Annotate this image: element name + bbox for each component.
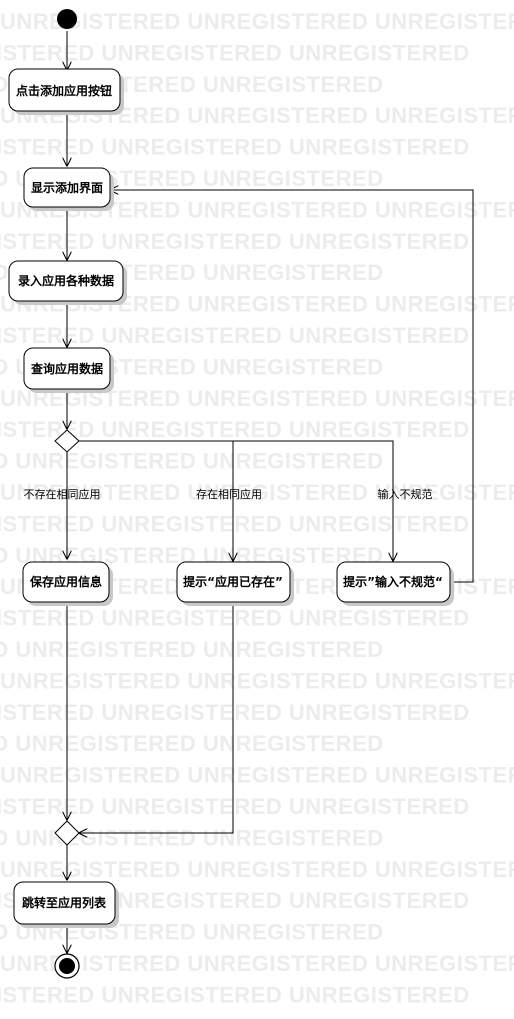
watermark-row: UNREGISTERED UNREGISTERED UNREGISTERED bbox=[0, 794, 470, 819]
action-prompt-exists: 提示“应用已存在” bbox=[176, 561, 294, 606]
watermark-row: UNREGISTERED UNREGISTERED UNREGISTERED bbox=[0, 700, 470, 725]
watermark-row: UNREGISTERED UNREGISTERED UNREGISTERED bbox=[0, 731, 384, 756]
action-save-info-label: 保存应用信息 bbox=[29, 574, 102, 589]
guard-invalid: 输入不规范 bbox=[378, 487, 433, 501]
action-enter-data-label: 录入应用各种数据 bbox=[18, 273, 114, 288]
action-show-add: 显示添加界面 bbox=[23, 167, 114, 211]
guard-not-exists: 不存在相同应用 bbox=[24, 487, 101, 501]
watermark-row: UNREGISTERED UNREGISTERED UNREGISTERED bbox=[0, 40, 470, 65]
action-click-add-label: 点击添加应用按钮 bbox=[16, 83, 112, 98]
watermark-row: UNREGISTERED UNREGISTERED UNREGISTERED bbox=[0, 668, 514, 693]
watermark-row: UNREGISTERED UNREGISTERED UNREGISTERED bbox=[0, 763, 514, 788]
action-goto-list-label: 跳转至应用列表 bbox=[22, 895, 107, 910]
final-node bbox=[54, 953, 80, 979]
edge-prompt-exists-to-merge bbox=[79, 604, 234, 833]
edge-decision-to-prompt-invalid bbox=[79, 440, 393, 561]
action-query-data-label: 查询应用数据 bbox=[30, 361, 103, 376]
watermark-row: UNREGISTERED UNREGISTERED UNREGISTERED bbox=[0, 480, 514, 505]
action-prompt-invalid: 提示”输入不规范“ bbox=[336, 561, 454, 606]
watermark-row: UNREGISTERED UNREGISTERED UNREGISTERED bbox=[0, 857, 514, 882]
watermark-row: UNREGISTERED UNREGISTERED UNREGISTERED bbox=[0, 951, 514, 976]
watermark-row: UNREGISTERED UNREGISTERED UNREGISTERED bbox=[0, 229, 470, 254]
action-save-info: 保存应用信息 bbox=[22, 561, 113, 606]
action-enter-data: 录入应用各种数据 bbox=[8, 260, 127, 305]
action-query-data: 查询应用数据 bbox=[23, 347, 114, 393]
action-prompt-exists-label: 提示“应用已存在” bbox=[183, 574, 283, 589]
watermark-row: UNREGISTERED UNREGISTERED UNREGISTERED bbox=[0, 449, 384, 474]
watermark-row: UNREGISTERED UNREGISTERED UNREGISTERED bbox=[0, 606, 470, 631]
watermark-row: UNREGISTERED UNREGISTERED UNREGISTERED bbox=[0, 135, 470, 160]
initial-node bbox=[57, 9, 77, 29]
watermark-row: UNREGISTERED UNREGISTERED UNREGISTERED bbox=[0, 982, 470, 1007]
action-prompt-invalid-label: 提示”输入不规范“ bbox=[343, 574, 443, 589]
edge-prompt-invalid-to-show-add bbox=[110, 190, 474, 583]
flow-edges bbox=[67, 31, 474, 953]
merge-node bbox=[54, 820, 80, 846]
watermark-row: UNREGISTERED UNREGISTERED UNREGISTERED bbox=[0, 9, 514, 34]
decision-node bbox=[54, 429, 80, 453]
watermark-row: UNREGISTERED UNREGISTERED UNREGISTERED bbox=[0, 637, 384, 662]
action-show-add-label: 显示添加界面 bbox=[31, 180, 103, 195]
action-click-add: 点击添加应用按钮 bbox=[8, 68, 124, 115]
action-goto-list: 跳转至应用列表 bbox=[13, 881, 119, 928]
guard-exists: 存在相同应用 bbox=[196, 487, 262, 501]
watermark-row: UNREGISTERED UNREGISTERED UNREGISTERED bbox=[0, 511, 470, 536]
watermark-row: UNREGISTERED UNREGISTERED UNREGISTERED bbox=[0, 825, 384, 850]
watermark-row: UNREGISTERED UNREGISTERED UNREGISTERED bbox=[0, 417, 470, 442]
watermark-row: UNREGISTERED UNREGISTERED UNREGISTERED bbox=[0, 323, 470, 348]
unregistered-watermark: UNREGISTERED UNREGISTERED UNREGISTERED UN… bbox=[0, 9, 514, 1007]
